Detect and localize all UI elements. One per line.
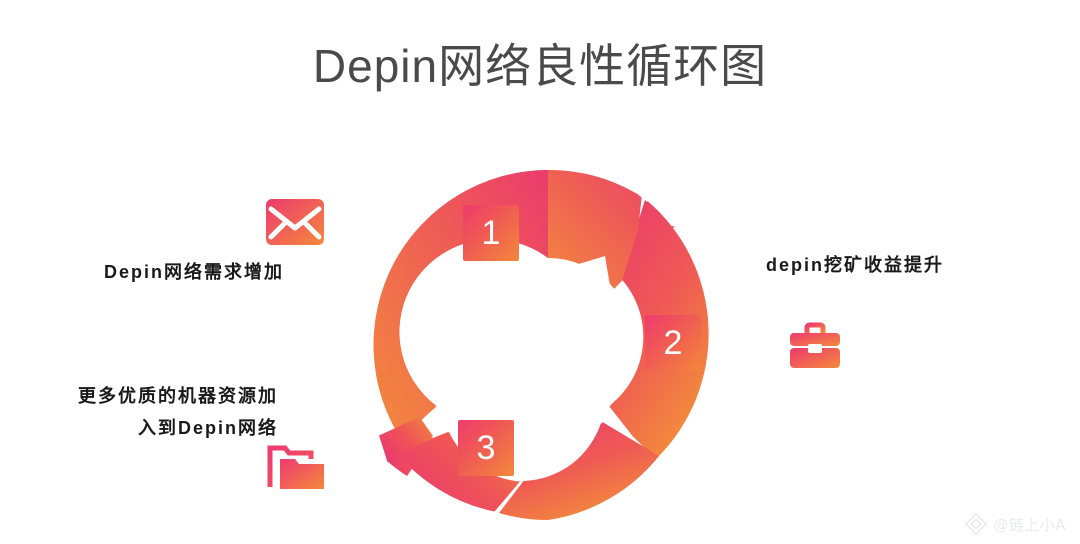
envelope-icon: [266, 199, 324, 245]
watermark-handle: @链上小A: [993, 515, 1066, 534]
step-3-label-line-1: 更多优质的机器资源加: [78, 386, 278, 406]
step-3-label: 更多优质的机器资源加 入到Depin网络: [18, 380, 278, 444]
cycle-diagram: 1 2 3: [373, 170, 723, 520]
cycle-step-badge-1: 1: [463, 205, 519, 261]
step-2-label: depin挖矿收益提升: [766, 255, 944, 275]
briefcase-icon: [790, 322, 840, 368]
page-title: Depin网络良性循环图: [312, 40, 768, 92]
cycle-step-badge-2: 2: [645, 315, 701, 371]
folder-icon: [267, 445, 324, 489]
watermark: @链上小A: [964, 512, 1066, 536]
cycle-step-badge-3: 3: [458, 420, 514, 476]
cycle-inner-hole: [461, 258, 635, 432]
step-3-label-line-2: 入到Depin网络: [137, 418, 278, 438]
diamond-logo-icon: [965, 512, 988, 536]
step-1-label: Depin网络需求增加: [104, 262, 285, 282]
